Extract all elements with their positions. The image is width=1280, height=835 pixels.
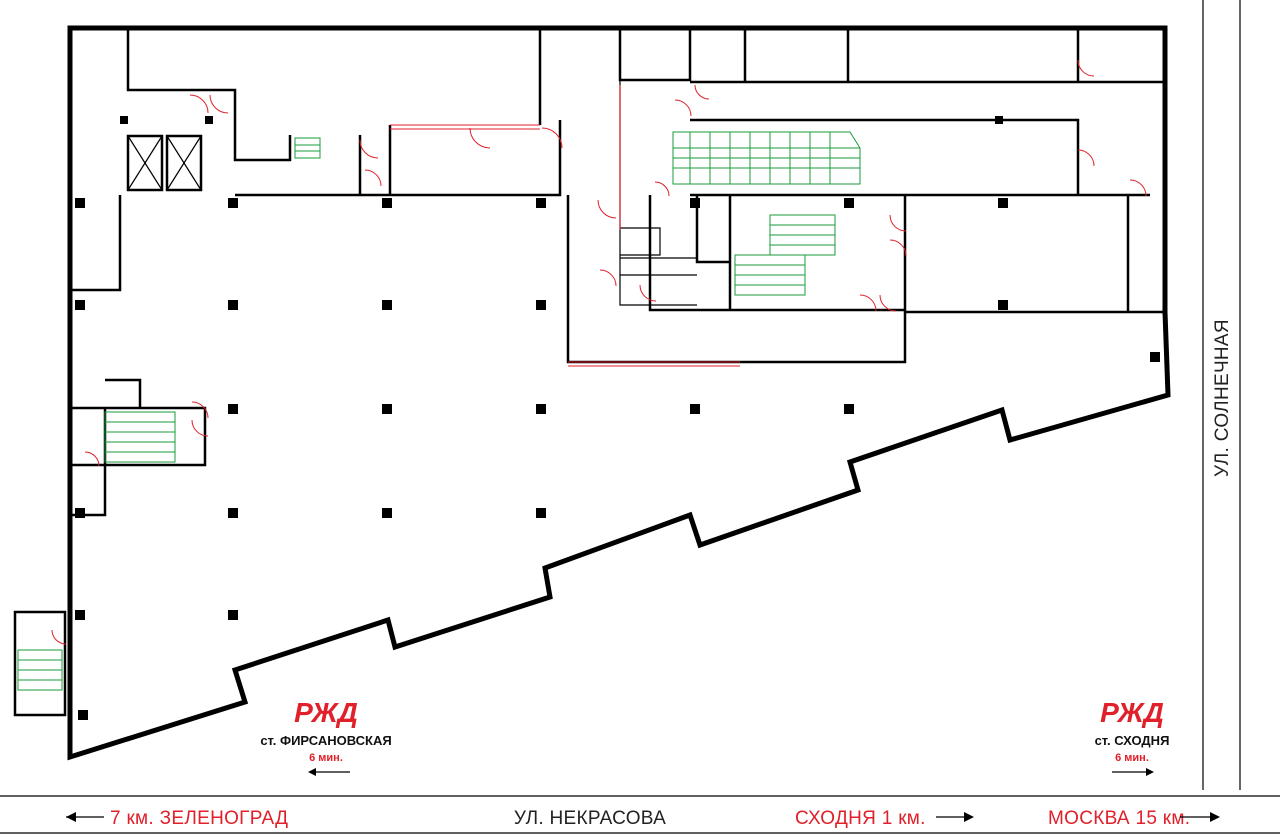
- glazing-lines: [390, 85, 740, 367]
- rzd-logo: РЖД: [294, 697, 358, 728]
- station-skhodnya: РЖД ст. СХОДНЯ 6 мин.: [1095, 697, 1170, 776]
- direction-zelenograd: 7 км. ЗЕЛЕНОГРАД: [66, 808, 288, 829]
- rzd-logo: РЖД: [1100, 697, 1164, 728]
- exit-stair-wall: [13, 610, 67, 717]
- north-rooms-wall: [538, 26, 1165, 125]
- arrow-left-icon: [308, 768, 316, 776]
- station-time: 6 мин.: [309, 752, 343, 764]
- top-band-wall: [235, 120, 1165, 364]
- station-time: 6 мин.: [1115, 752, 1149, 764]
- direction-moskva: МОСКВА 15 км.: [1048, 808, 1220, 829]
- left-stair-core-wall: [70, 378, 207, 517]
- escalators: [672, 131, 861, 185]
- station-firsanovskaya: РЖД ст. ФИРСАНОВСКАЯ 6 мин.: [260, 697, 392, 776]
- exit-stair: [17, 649, 63, 691]
- central-stair: [734, 214, 836, 296]
- direction-zelenograd-label: 7 км. ЗЕЛЕНОГРАД: [110, 808, 288, 829]
- arrow-right-icon: [1146, 768, 1154, 776]
- street-label-right: УЛ. СОЛНЕЧНАЯ: [1212, 319, 1233, 477]
- escalator-hall-wall: [648, 118, 1150, 312]
- arrow-left-icon: [66, 812, 76, 822]
- station-name: ст. СХОДНЯ: [1095, 733, 1170, 748]
- service-rooms-wall: [619, 80, 697, 306]
- columns: [75, 116, 1160, 720]
- upper-core-wall: [70, 28, 392, 292]
- left-stair: [104, 411, 176, 463]
- street-label-bottom: УЛ. НЕКРАСОВА: [514, 808, 666, 829]
- direction-skhodnya: СХОДНЯ 1 км.: [795, 808, 974, 829]
- doors: [51, 59, 1147, 645]
- arrow-right-icon: [1210, 812, 1220, 822]
- elevators: [126, 134, 203, 192]
- small-stair-north: [294, 137, 321, 159]
- station-name: ст. ФИРСАНОВСКАЯ: [260, 733, 391, 748]
- arrow-right-icon: [964, 812, 974, 822]
- direction-skhodnya-label: СХОДНЯ 1 км.: [795, 808, 926, 829]
- direction-moskva-label: МОСКВА 15 км.: [1048, 808, 1190, 829]
